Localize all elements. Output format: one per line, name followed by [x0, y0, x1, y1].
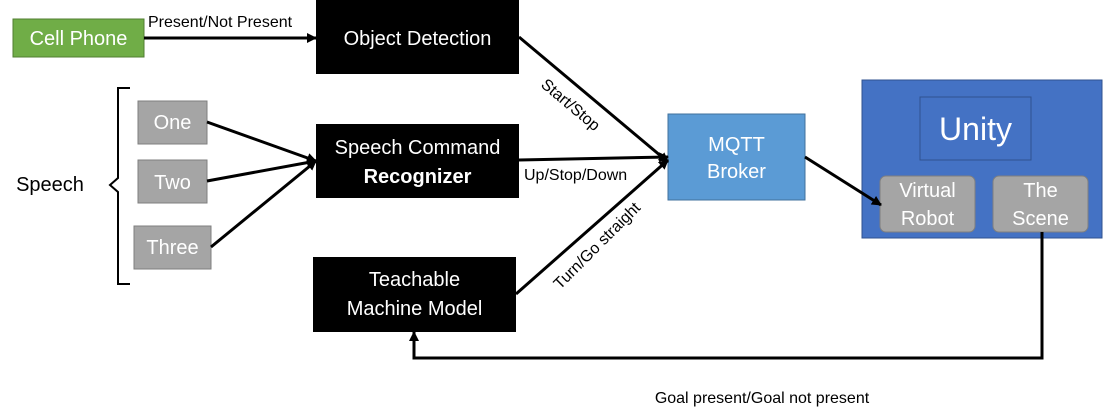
goal-present-label: Goal present/Goal not present [655, 390, 870, 407]
speech-bracket [108, 87, 130, 285]
mqtt-label: MQTT [708, 134, 765, 156]
arrow-speech-command-to-mqtt [518, 152, 669, 163]
arrow-three-to-speech-command [210, 159, 317, 249]
arrow-two-to-speech-command [206, 157, 317, 183]
present-not-present-label: Present/Not Present [148, 14, 293, 31]
speech-command-label: Speech Command [335, 137, 501, 159]
machine-model-label: Machine Model [347, 298, 483, 320]
two-label: Two [154, 172, 191, 194]
turn-go-straight-label: Turn/Go straight [551, 199, 645, 293]
two-box [137, 159, 208, 204]
three-label: Three [146, 237, 198, 259]
up-stop-down-label: Up/Stop/Down [524, 167, 627, 184]
arrow-mqtt-to-virtual-robot [804, 155, 882, 207]
arrow-the-scene-to-teachable [409, 232, 1044, 360]
one-label: One [154, 112, 192, 134]
the-scene-line2: Scene [1012, 208, 1069, 230]
speech-command-recognizer-box [316, 124, 519, 198]
virtual-robot-line1: Virtual [899, 180, 955, 202]
arrow-one-to-speech-command [206, 120, 317, 163]
the-scene-line1: The [1023, 180, 1057, 202]
unity-label: Unity [939, 111, 1012, 147]
virtual-robot-line2: Robot [901, 208, 955, 230]
teachable-machine-model-box [313, 257, 516, 332]
teachable-label: Teachable [369, 269, 460, 291]
arrow-teachable-to-mqtt [515, 158, 669, 296]
object-detection-label: Object Detection [344, 28, 492, 50]
recognizer-label: Recognizer [364, 166, 472, 188]
object-detection-box [316, 0, 519, 74]
cell-phone-label: Cell Phone [30, 28, 128, 50]
unity-title-box [919, 96, 1032, 161]
start-stop-label: Start/Stop [537, 76, 603, 135]
mqtt-broker-box [667, 113, 806, 201]
arrow-object-detection-to-mqtt [518, 35, 669, 164]
broker-label: Broker [707, 161, 766, 183]
speech-label: Speech [16, 174, 84, 196]
one-box [137, 100, 208, 145]
cell-phone-box [12, 18, 145, 58]
three-box [133, 225, 212, 270]
